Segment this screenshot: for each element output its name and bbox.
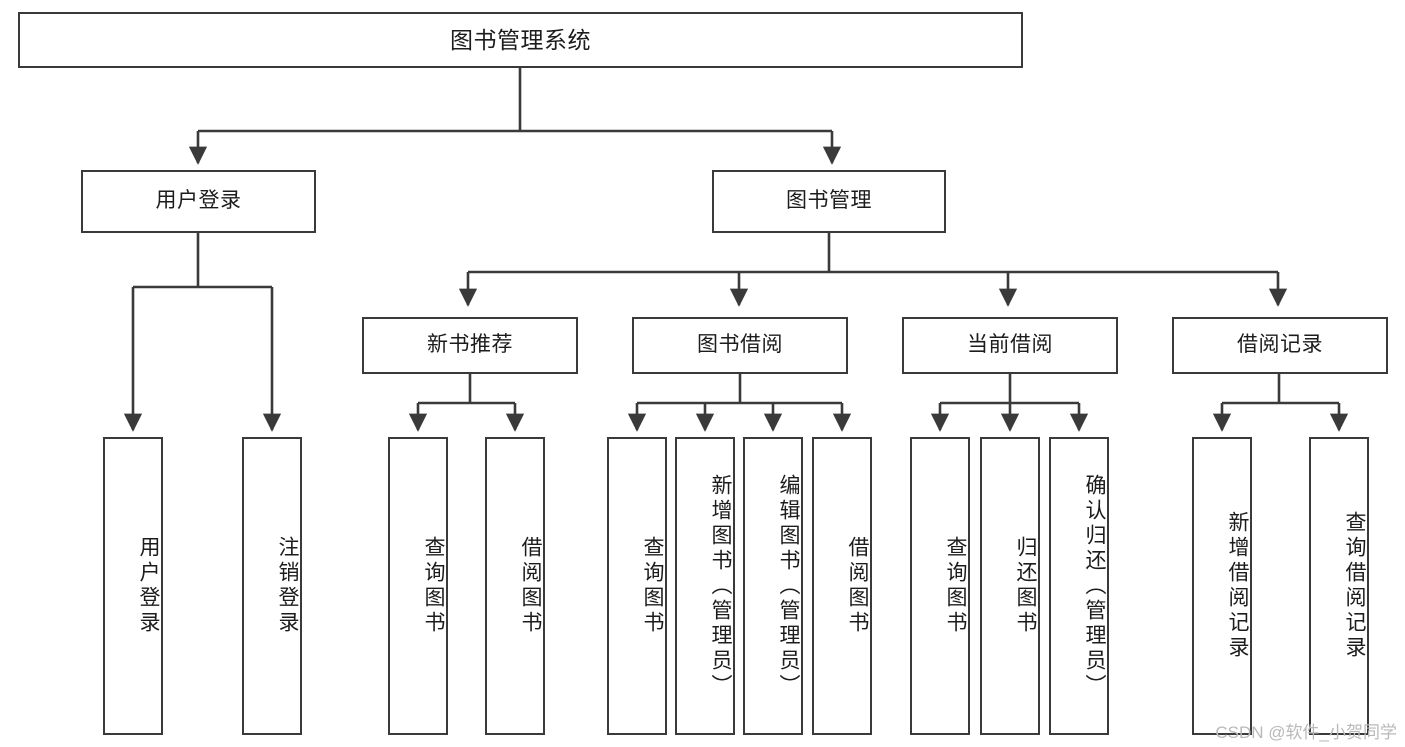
leaf-add-book[interactable]: 新增图书（管理员）	[675, 437, 735, 735]
leaf-return-book[interactable]: 归还图书	[980, 437, 1040, 735]
node-book-borrow[interactable]: 图书借阅	[632, 317, 848, 374]
node-current-borrow[interactable]: 当前借阅	[902, 317, 1118, 374]
leaf-query-book-2[interactable]: 查询图书	[607, 437, 667, 735]
leaf-query-book-1[interactable]: 查询图书	[388, 437, 448, 735]
leaf-user-login[interactable]: 用户登录	[103, 437, 163, 735]
node-new-book-recommend[interactable]: 新书推荐	[362, 317, 578, 374]
csdn-watermark: CSDN @软件_小贺同学	[1215, 723, 1397, 742]
leaf-query-record[interactable]: 查询借阅记录	[1309, 437, 1369, 735]
leaf-borrow-book-2[interactable]: 借阅图书	[812, 437, 872, 735]
leaf-add-record[interactable]: 新增借阅记录	[1192, 437, 1252, 735]
node-borrow-record[interactable]: 借阅记录	[1172, 317, 1388, 374]
leaf-edit-book[interactable]: 编辑图书（管理员）	[743, 437, 803, 735]
leaf-confirm-return[interactable]: 确认归还（管理员）	[1049, 437, 1109, 735]
node-book-manage[interactable]: 图书管理	[712, 170, 946, 233]
node-root[interactable]: 图书管理系统	[18, 12, 1023, 68]
leaf-borrow-book-1[interactable]: 借阅图书	[485, 437, 545, 735]
leaf-query-book-3[interactable]: 查询图书	[910, 437, 970, 735]
leaf-logout-login[interactable]: 注销登录	[242, 437, 302, 735]
node-user-login[interactable]: 用户登录	[81, 170, 316, 233]
